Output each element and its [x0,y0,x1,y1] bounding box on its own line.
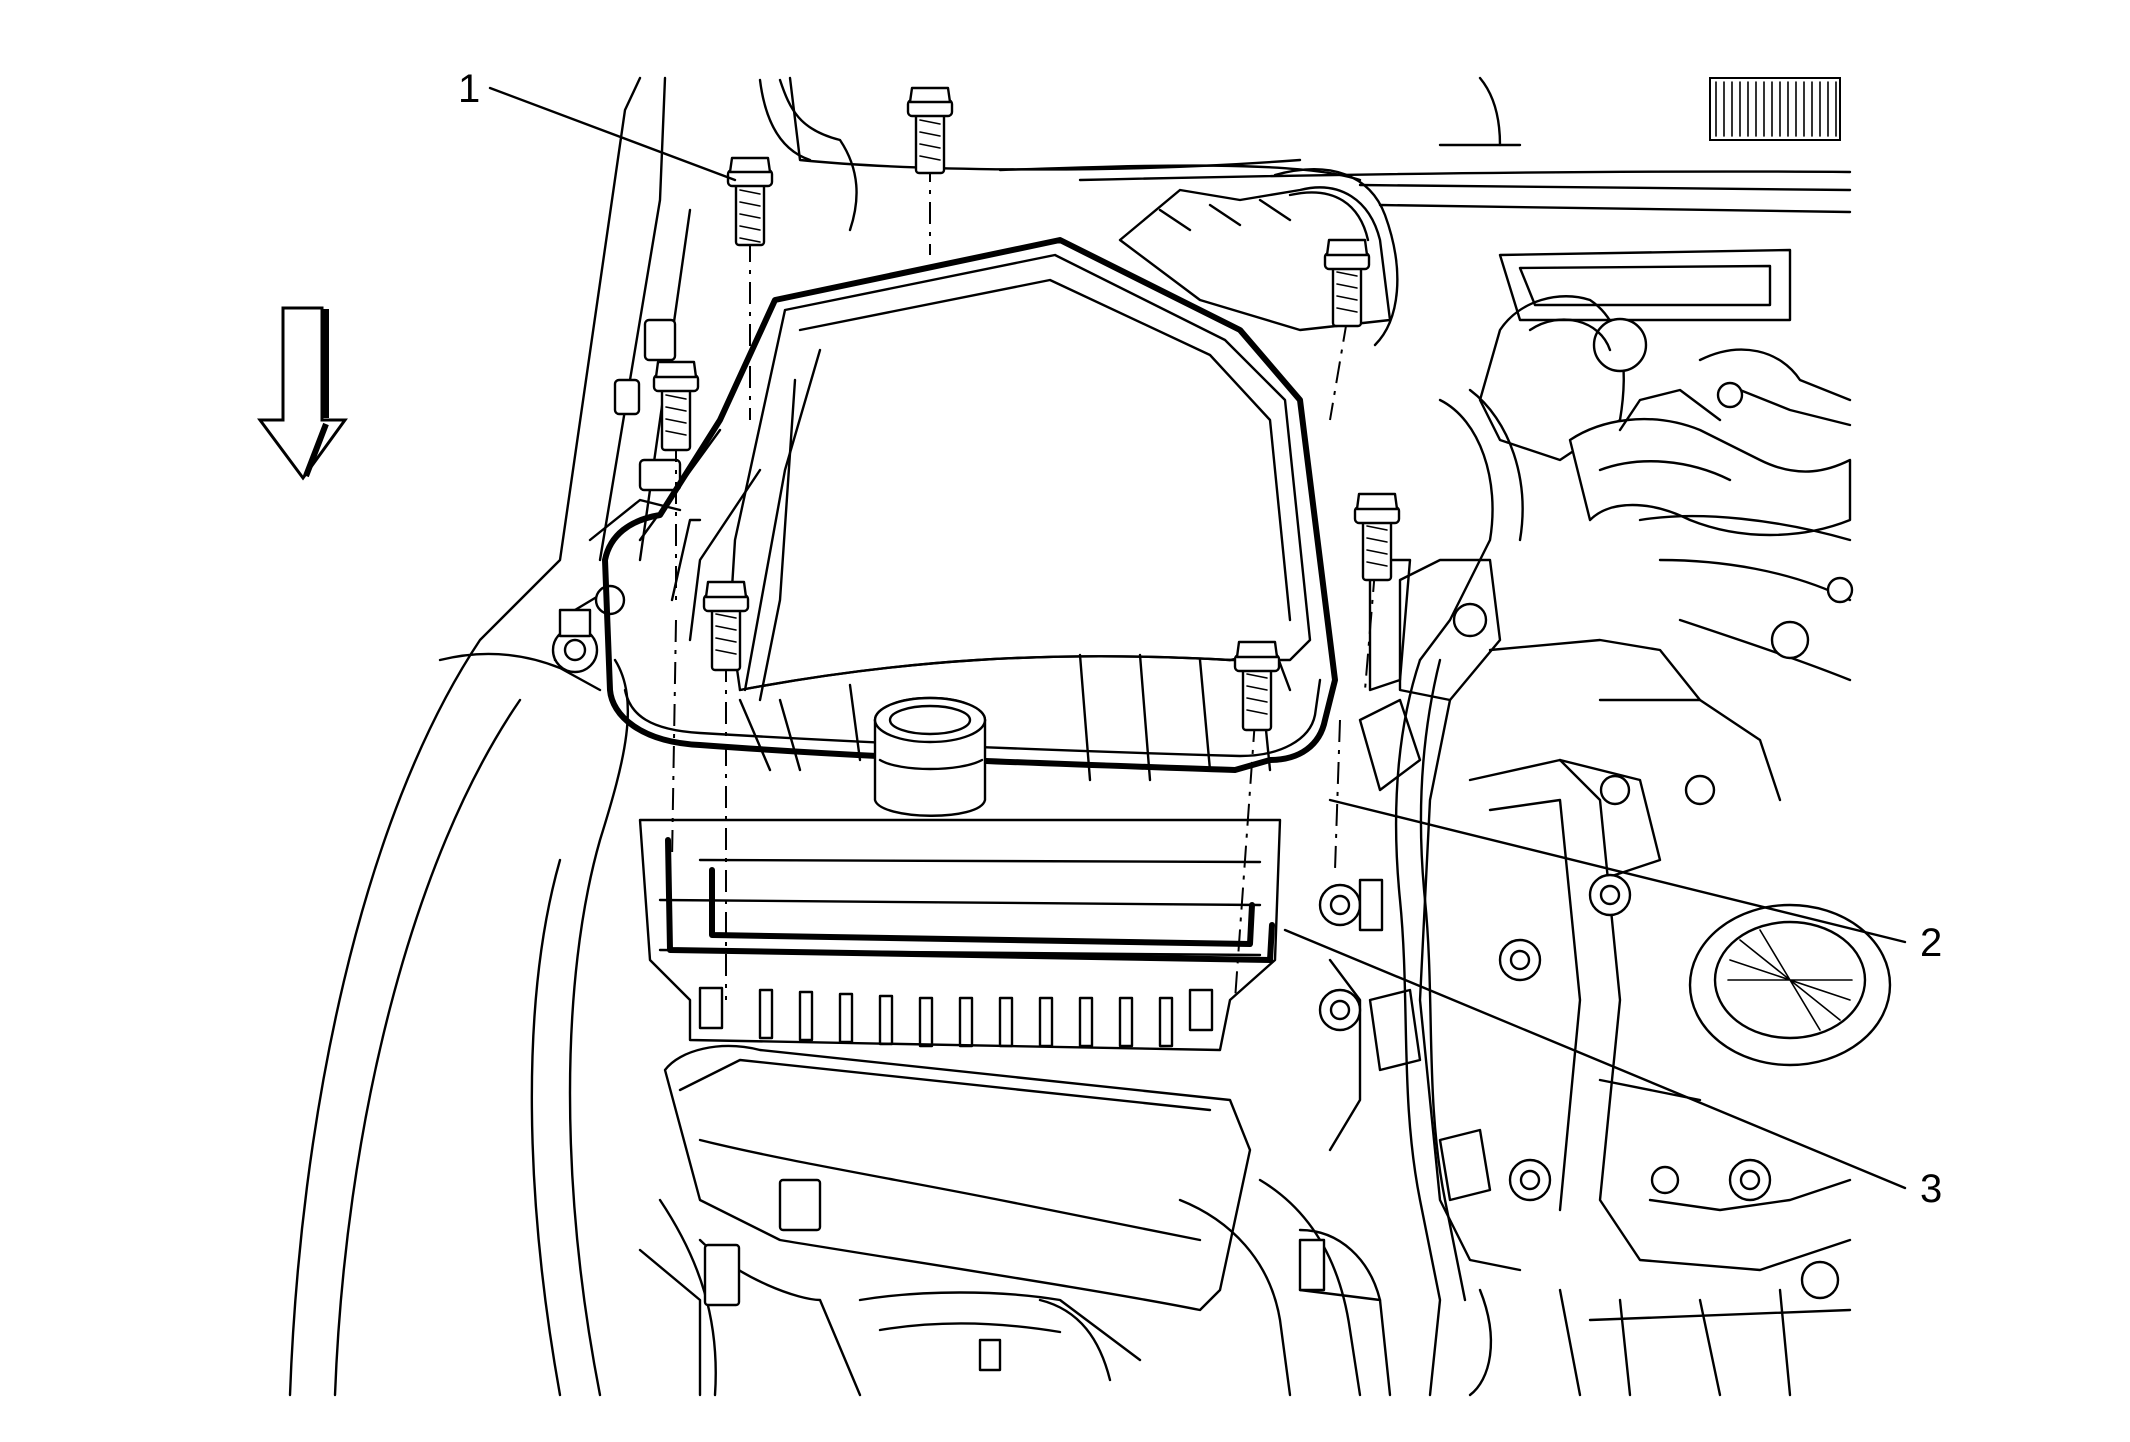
bolt-7 [1233,640,1281,1001]
valve-cover [1358,698,1852,1397]
callouts: 1 2 3 [458,67,1942,1211]
callout-1: 1 [458,67,480,111]
intake-duct [1118,168,1399,347]
wiring-harness [1328,658,1467,1397]
fender-panel [288,76,692,1397]
strut-mount-bolts [551,584,626,674]
bolt-2 [906,86,954,255]
bolt-3 [1323,238,1371,421]
callout-3: 3 [1920,1167,1942,1211]
air-cleaner-upper-housing [602,237,1338,817]
air-cleaner-bolts [652,86,1401,1001]
bolt-4 [652,360,700,600]
cowl-panel [758,76,1852,322]
down-arrow-icon [257,306,348,481]
air-cleaner-lower-housing [638,818,1384,1052]
engine-components [1368,295,1854,882]
callout-leaders [488,86,1907,1190]
callout-2: 2 [1920,921,1942,965]
cowl-grille [1709,77,1841,141]
lower-air-duct [638,1044,1392,1397]
bolt-5 [1353,492,1401,691]
bolt-1 [726,156,774,420]
bolt-6 [702,580,750,1000]
oil-filler-cap [1688,903,1892,1067]
